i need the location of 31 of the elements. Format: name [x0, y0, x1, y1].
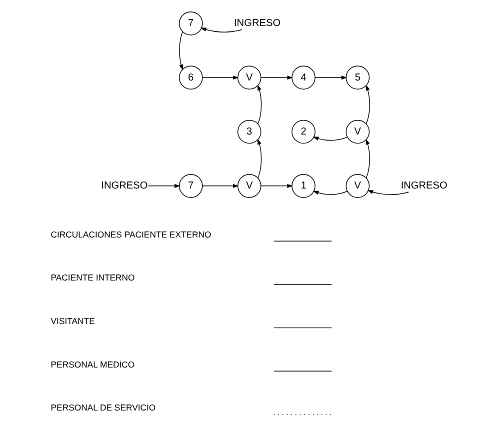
- arrow: [202, 183, 238, 188]
- arrow: [314, 75, 347, 80]
- arrow: [178, 30, 183, 70]
- arrow: [257, 84, 262, 124]
- arrow: [366, 190, 408, 194]
- node-circle: 7: [178, 11, 202, 35]
- legend-label: CIRCULACIONES PACIENTE EXTERNO: [50, 228, 211, 239]
- node-circle: 2: [291, 119, 315, 144]
- legend-label: PACIENTE INTERNO: [50, 272, 134, 282]
- legend-label: VISITANTE: [50, 315, 94, 326]
- node-circle: V: [236, 174, 261, 198]
- node-circle: 7: [178, 174, 202, 198]
- arrow: [365, 84, 370, 124]
- legend-label: PERSONAL DE SERVICIO: [50, 402, 156, 412]
- node-text: INGRESO: [400, 180, 447, 192]
- arrow: [312, 190, 348, 194]
- node-text: INGRESO: [234, 18, 280, 29]
- arrow: [365, 138, 370, 178]
- node-circle: V: [345, 174, 370, 198]
- node-circle: 4: [291, 65, 315, 90]
- arrow: [260, 75, 292, 80]
- node-circle: 6: [178, 65, 202, 90]
- arrow: [312, 136, 348, 140]
- legend-label: PERSONAL MEDICO: [50, 358, 134, 369]
- node-circle: 1: [291, 174, 315, 198]
- arrow: [200, 27, 242, 32]
- arrow: [257, 138, 262, 178]
- node-text: INGRESO: [100, 180, 148, 192]
- arrow: [260, 183, 292, 188]
- arrow: [202, 75, 238, 80]
- arrow: [147, 183, 180, 188]
